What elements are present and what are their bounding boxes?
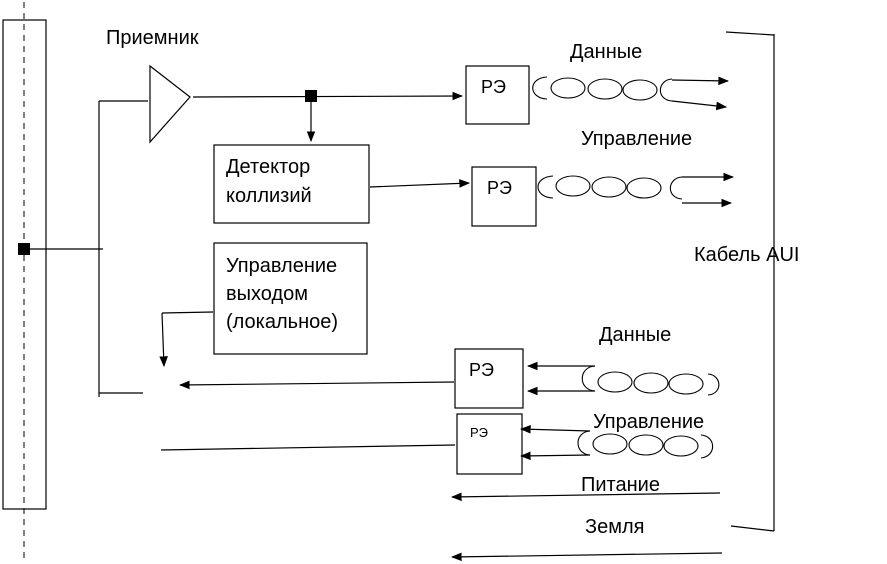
control-in-label: Управление: [593, 411, 704, 433]
re-label-2: РЭ: [487, 178, 512, 198]
ground-line: [450, 552, 723, 562]
coax-bus: [2, 2, 103, 562]
power-line: [450, 492, 721, 502]
twisted-pair-data-in: [526, 361, 720, 396]
twisted-pair-control-out: [537, 172, 735, 208]
control-out-label: Управление: [581, 128, 692, 150]
collision-detector: Детектор коллизий: [213, 144, 370, 224]
re-label-4: РЭ: [470, 425, 488, 440]
re-box-data-in: РЭ: [454, 348, 524, 409]
control-in-to-output-line: [160, 444, 456, 451]
receiver-amplifier: Приемник: [106, 27, 199, 144]
re-label-1: РЭ: [481, 77, 506, 97]
collision-detector-label-1: Детектор: [226, 156, 310, 178]
bus-tap-junction: [18, 243, 30, 255]
detector-to-re-line: [369, 179, 471, 188]
output-control: Управление выходом (локальное): [213, 242, 368, 355]
data-out-label: Данные: [570, 41, 642, 63]
receiver-to-re-line: [192, 91, 464, 101]
ground-label: Земля: [585, 516, 644, 538]
signal-junction: [305, 90, 317, 102]
data-in-label: Данные: [599, 324, 671, 346]
re-box-control-in: РЭ: [456, 413, 523, 475]
collision-detector-label-2: коллизий: [226, 185, 312, 207]
re-box-control-out: РЭ: [471, 166, 537, 227]
output-control-arrow: [159, 312, 168, 368]
aui-cable-label: Кабель AUI: [694, 244, 799, 266]
power-label: Питание: [581, 474, 660, 496]
re-box-data-out: РЭ: [465, 65, 530, 125]
receiver-label: Приемник: [106, 27, 199, 49]
re-label-3: РЭ: [469, 360, 494, 380]
twisted-pair-data-out: [532, 76, 730, 111]
output-control-label-2: выходом: [226, 283, 308, 305]
output-control-label-3: (локальное): [226, 311, 338, 333]
data-in-to-bus-line: [178, 380, 455, 390]
twisted-pair-control-in: [519, 424, 714, 461]
output-control-label-1: Управление: [226, 255, 337, 277]
aui-cable-bracket: [725, 31, 775, 532]
internal-bus: [98, 100, 148, 397]
